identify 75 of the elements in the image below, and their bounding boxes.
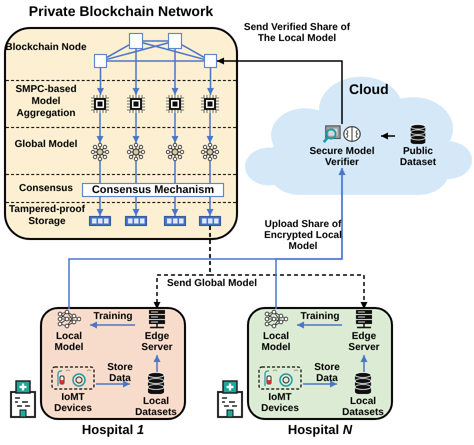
arrow <box>209 226 368 309</box>
arrow <box>360 355 368 372</box>
arrow <box>172 49 178 95</box>
row-label: Global Model <box>14 139 78 151</box>
arrow <box>207 68 214 95</box>
node-label: Edge Server <box>347 331 381 353</box>
edge-label: Send Global Model <box>166 278 258 289</box>
arrow <box>172 197 178 216</box>
connector-line <box>209 161 211 183</box>
blockchain-node-square <box>94 54 107 68</box>
arrow <box>275 168 346 309</box>
edge-label: Upload Share of Encrypted Local Model <box>263 219 343 252</box>
edge-label: Send Verified Share of The Local Model <box>242 22 352 44</box>
network-icon <box>127 143 145 161</box>
node-label: Local Datasets <box>341 396 385 418</box>
network-icon <box>91 143 109 161</box>
network-icon <box>166 143 184 161</box>
connector-line <box>106 42 168 60</box>
edge-label: Training <box>300 311 340 322</box>
chip-icon <box>91 95 109 113</box>
connector-line <box>174 161 176 183</box>
blockchain-node-square <box>204 54 217 68</box>
arrow <box>303 380 337 388</box>
arrow <box>132 197 140 216</box>
connector-line <box>142 42 204 60</box>
arrow <box>132 113 140 143</box>
storage-block-icon <box>89 216 111 226</box>
connector-line <box>99 161 101 183</box>
edge-label: Training <box>92 311 134 322</box>
row-label: Tampered-proof Storage <box>8 204 86 228</box>
connector-line <box>106 44 130 58</box>
arrow <box>96 113 104 143</box>
storage-block-icon <box>199 216 221 226</box>
panel-title: Private Blockchain Network <box>28 2 214 20</box>
blockchain-node-square <box>129 33 143 49</box>
edge-label: Store Data <box>106 362 134 384</box>
node-label: IoMT Devices <box>260 392 300 414</box>
chip-icon <box>166 95 184 113</box>
chip-icon <box>127 95 145 113</box>
node-label: Secure Model Verifier <box>308 146 376 168</box>
node-label: Edge Server <box>140 331 174 353</box>
connector-line <box>182 44 204 58</box>
node-label: Local Model <box>260 331 292 353</box>
hospital-title: Hospital 1 <box>80 421 146 438</box>
cloud-title: Cloud <box>349 80 389 98</box>
storage-block-icon <box>125 216 147 226</box>
row-label: SMPC-based Model Aggregation <box>14 84 78 120</box>
blockchain-node-square <box>168 33 182 49</box>
node-label: Local Model <box>54 331 84 353</box>
consensus-box: Consensus Mechanism <box>82 183 224 197</box>
storage-block-icon <box>164 216 186 226</box>
node-label: Local Datasets <box>134 396 178 418</box>
edge-label: Store Data <box>313 362 341 384</box>
row-label: Blockchain Node <box>5 42 87 54</box>
arrow <box>206 113 214 143</box>
row-label: Consensus <box>18 183 74 195</box>
hospital-title: Hospital N <box>286 421 354 438</box>
arrow <box>96 380 130 388</box>
arrow <box>217 58 343 124</box>
arrow <box>172 113 178 143</box>
network-icon <box>201 143 219 161</box>
node-label: IoMT Devices <box>53 392 93 414</box>
connector-line <box>143 40 168 42</box>
arrow <box>154 355 160 372</box>
connector-line <box>107 60 204 62</box>
arrow <box>381 132 395 140</box>
arrow <box>96 197 104 216</box>
arrow <box>97 68 104 95</box>
arrow <box>90 322 135 328</box>
connector-line <box>135 161 137 183</box>
chip-icon <box>201 95 219 113</box>
arrow <box>297 322 342 328</box>
arrow <box>132 49 140 95</box>
node-label: Public Dataset <box>398 146 438 168</box>
arrow <box>206 197 214 216</box>
